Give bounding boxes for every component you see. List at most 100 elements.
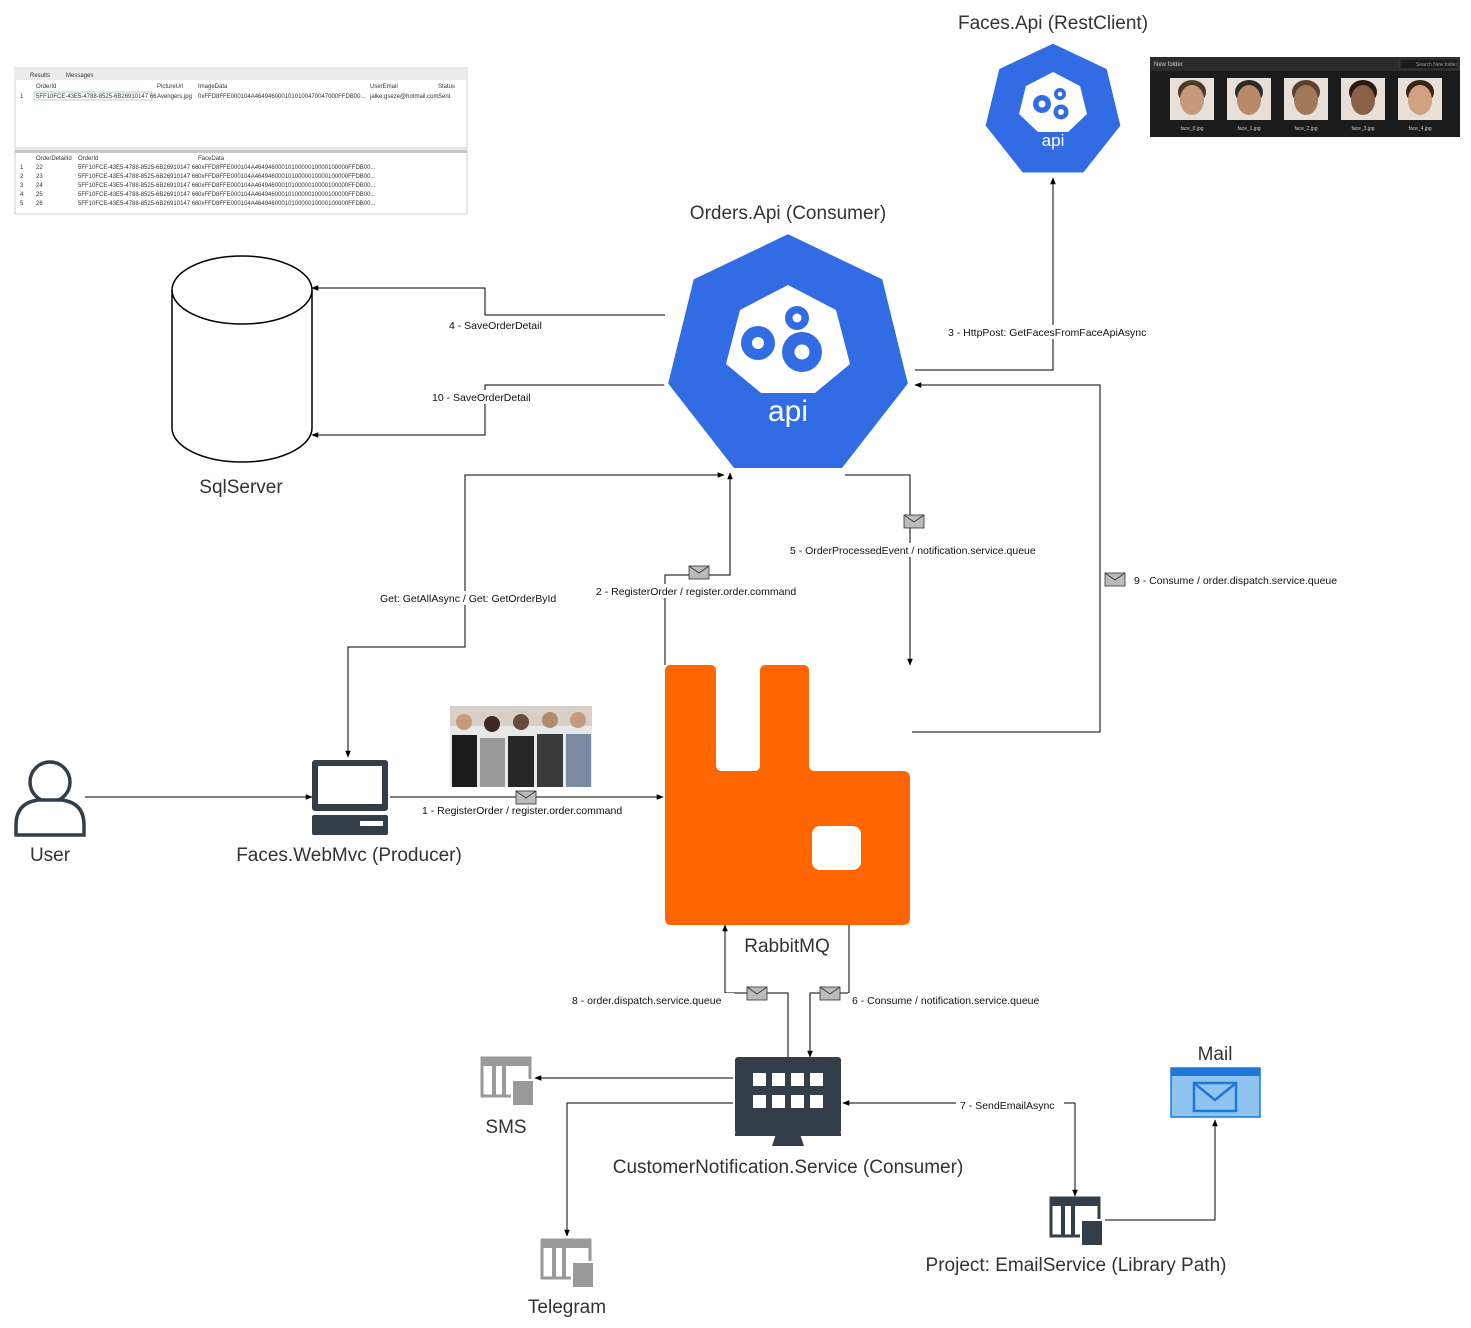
notification-service-icon: [735, 1057, 841, 1146]
face-skin: [1237, 85, 1261, 115]
col-header: Status: [438, 84, 455, 90]
face-filename: face_2.jpg: [1294, 126, 1317, 132]
label-edge-4: 4 - SaveOrderDetail: [449, 320, 542, 332]
envelope-icon: [515, 790, 537, 805]
email-service-icon: [1049, 1196, 1104, 1247]
mail-icon: [1170, 1067, 1261, 1118]
face-skin: [1408, 85, 1432, 115]
face-filename: face_0.jpg: [1180, 126, 1203, 132]
col-header: FaceData: [198, 156, 225, 162]
folder-screenshot: New folder Search New folder face_0.jpg f…: [1150, 57, 1460, 137]
tab-results: Results: [30, 73, 50, 79]
label-edge-8: 8 - order.dispatch.service.queue: [572, 995, 722, 1007]
grid-square: [791, 1095, 804, 1108]
cell: Avengers.jpg: [157, 94, 192, 100]
telegram-label: Telegram: [528, 1297, 606, 1318]
envelope-icon: [903, 514, 925, 529]
cell: 24: [36, 183, 43, 189]
face-skin: [1294, 85, 1318, 115]
cell: 5FF10FCE-43E5-4788-8525-6B26910147 66: [78, 174, 199, 180]
folder-title: New folder: [1154, 62, 1183, 68]
label-edge-9: 9 - Consume / order.dispatch.service.que…: [1134, 575, 1337, 587]
grid-square: [772, 1073, 785, 1086]
edge-get: [345, 472, 725, 758]
face-filename: face_3.jpg: [1351, 126, 1374, 132]
edge-notification-telegram: [564, 1102, 733, 1237]
cell: 1: [20, 165, 24, 171]
email-service-label: Project: EmailService (Library Path): [926, 1255, 1227, 1276]
cell: 0xFFD8FFE000104A464946000101000001000010…: [198, 165, 376, 171]
edge-9-consume-dispatch: [912, 382, 1101, 733]
cell: 5: [20, 201, 24, 207]
sqlserver-label: SqlServer: [199, 477, 283, 498]
faces-api-label: Faces.Api (RestClient): [958, 13, 1148, 34]
edge-3-httppost: [915, 177, 1056, 371]
cell: 3: [20, 183, 24, 189]
cell: 0xFFD8FFE000104A464946000101000001000010…: [198, 192, 376, 198]
col-header: ImageData: [198, 84, 228, 90]
sqlserver-database-icon: [171, 255, 313, 463]
cell: 4: [20, 192, 24, 198]
envelope-icon: [746, 986, 768, 1001]
db-results-screenshot: Results Messages OrderId PictureUrl Imag…: [14, 67, 468, 215]
cell: 0xFFD8FFE000104A464946000101000001000010…: [198, 201, 376, 207]
orders-api-label: Orders.Api (Consumer): [690, 203, 886, 224]
folder-search: Search New folder: [1416, 62, 1457, 68]
cell: jalke.gseze@hotmail.com: [369, 94, 438, 100]
cell: 1: [20, 94, 24, 100]
mail-label: Mail: [1198, 1044, 1233, 1065]
label-edge-2: 2 - RegisterOrder / register.order.comma…: [596, 586, 796, 598]
edge-10-save-order-detail: [311, 384, 665, 438]
telegram-app-icon: [540, 1238, 595, 1289]
sms-app-icon: [480, 1056, 535, 1107]
cell: 0xFFD8FFE000104A464946000101000001000010…: [198, 183, 376, 189]
face-skin: [1351, 85, 1375, 115]
label-edge-7: 7 - SendEmailAsync: [960, 1100, 1055, 1112]
label-edge-1: 1 - RegisterOrder / register.order.comma…: [422, 805, 622, 817]
label-edge-10: 10 - SaveOrderDetail: [432, 392, 531, 404]
rabbitmq-label: RabbitMQ: [744, 936, 830, 957]
cell: Sent: [438, 94, 451, 100]
face-filename: face_4.jpg: [1408, 126, 1431, 132]
cell: 5FF10FCE-43E5-4788-8525-6B26910147 66: [36, 94, 157, 100]
grid-square: [791, 1073, 804, 1086]
cell: 23: [36, 174, 43, 180]
cell: 0xFFD8FFE000104A464946000101010047004700…: [198, 94, 366, 100]
label-edge-5: 5 - OrderProcessedEvent / notification.s…: [790, 545, 1036, 557]
edge-4-save-order-detail: [311, 285, 665, 316]
faces-api-badge: api: [1042, 131, 1065, 150]
cell: 25: [36, 192, 43, 198]
label-edge-6: 6 - Consume / notification.service.queue: [852, 995, 1040, 1007]
grid-square: [753, 1073, 766, 1086]
rabbitmq-icon: [665, 665, 910, 925]
cell: 5FF10FCE-43E5-4788-8525-6B26910147 66: [78, 183, 199, 189]
orders-api-badge: api: [768, 395, 808, 428]
face-filename: face_1.jpg: [1237, 126, 1260, 132]
computer-icon: [312, 760, 388, 835]
col-header: OrderId: [36, 84, 56, 90]
grid-square: [810, 1095, 823, 1108]
face-skin: [1180, 85, 1204, 115]
cell: 5FF10FCE-43E5-4788-8525-6B26910147 66: [78, 201, 199, 207]
edge-email-mail: [1105, 1119, 1218, 1221]
envelope-icon: [1104, 572, 1126, 587]
cell: 26: [36, 201, 43, 207]
label-edge-get: Get: GetAllAsync / Get: GetOrderById: [380, 593, 556, 605]
cell: 22: [36, 165, 43, 171]
cell: 2: [20, 174, 24, 180]
webmvc-label: Faces.WebMvc (Producer): [236, 845, 462, 866]
cell: 0xFFD8FFE000104A464946000101000001000010…: [198, 174, 376, 180]
avengers-photo: [450, 706, 592, 787]
tab-messages: Messages: [66, 73, 93, 79]
col-header: OrderDetailId: [36, 156, 72, 162]
sms-label: SMS: [485, 1117, 526, 1138]
envelope-icon: [688, 565, 710, 580]
col-header: PictureUrl: [157, 84, 183, 90]
col-header: UserEmail: [370, 84, 398, 90]
envelope-icon: [819, 986, 841, 1001]
orders-api-icon: [663, 229, 913, 472]
user-label: User: [30, 845, 71, 866]
cell: 5FF10FCE-43E5-4788-8525-6B26910147 66: [78, 192, 199, 198]
label-edge-3: 3 - HttpPost: GetFacesFromFaceApiAsync: [948, 327, 1146, 339]
